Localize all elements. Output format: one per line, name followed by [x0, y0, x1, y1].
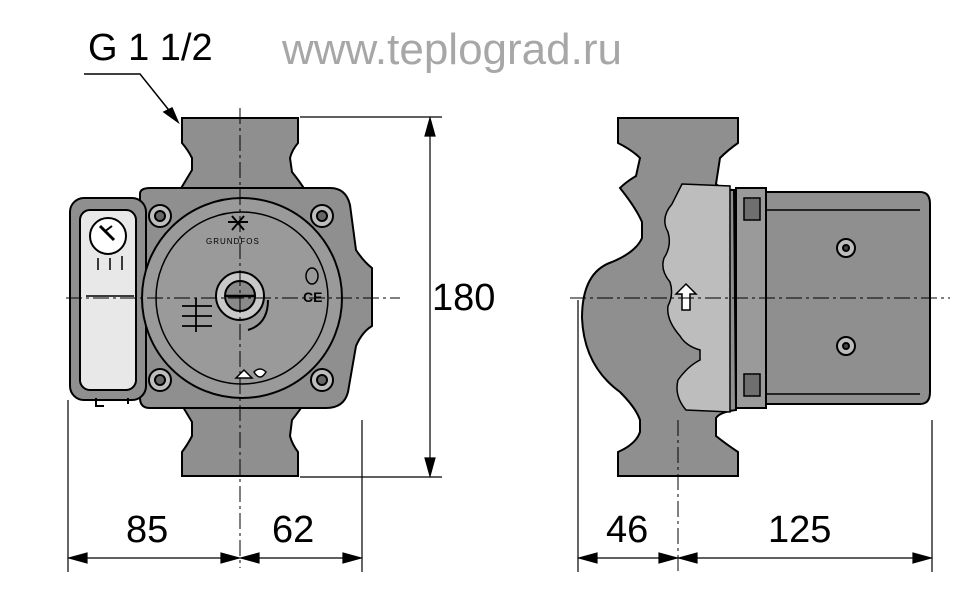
- terminal-box: [69, 197, 147, 407]
- rotation-arrow-icon: [247, 299, 269, 331]
- front-centerlines: [66, 108, 400, 568]
- bottom-flange: [178, 401, 307, 477]
- brand-text: GRUNDFOS: [206, 237, 260, 246]
- side-depth-right-label: 125: [768, 509, 831, 551]
- side-centerlines: [570, 297, 950, 572]
- side-depth-left-label: 46: [606, 509, 648, 551]
- height-arrow-bottom-icon: [424, 457, 436, 479]
- ce-text: CE: [303, 289, 322, 305]
- top-flange: [178, 117, 307, 191]
- corner-bolts: [148, 204, 334, 392]
- flow-direction-arrow-icon: [674, 282, 698, 311]
- dim-arrow-icon: [66, 552, 88, 564]
- dim-arrow-icon: [676, 552, 698, 564]
- side-view: [580, 117, 931, 477]
- left-width-label: 85: [126, 509, 168, 551]
- dim-arrow-icon: [658, 552, 680, 564]
- dim-arrow-icon: [576, 552, 598, 564]
- height-arrow-top-icon: [424, 115, 436, 137]
- grundfos-logo-icon: [228, 215, 248, 231]
- side-width-dimensions: [576, 300, 934, 572]
- ce-oval: [305, 267, 319, 285]
- dim-arrow-icon: [220, 552, 242, 564]
- front-width-dimensions: [66, 400, 364, 572]
- thread-leader: [84, 73, 180, 125]
- dim-arrow-icon: [342, 552, 364, 564]
- thread-size-label: G 1 1/2: [88, 27, 213, 69]
- right-width-label: 62: [272, 509, 314, 551]
- height-dimension: [300, 115, 442, 479]
- dim-arrow-icon: [238, 552, 260, 564]
- terminal-box-inner: [79, 209, 137, 391]
- side-cutaway: [662, 183, 731, 413]
- dim-arrow-icon: [912, 552, 934, 564]
- leader-arrow-icon: [162, 106, 180, 125]
- speed-lines-icon: [182, 298, 212, 332]
- watermark-url: www.teplograd.ru: [281, 25, 622, 74]
- maintenance-symbol-icon: [234, 368, 267, 379]
- height-label: 180: [432, 277, 495, 319]
